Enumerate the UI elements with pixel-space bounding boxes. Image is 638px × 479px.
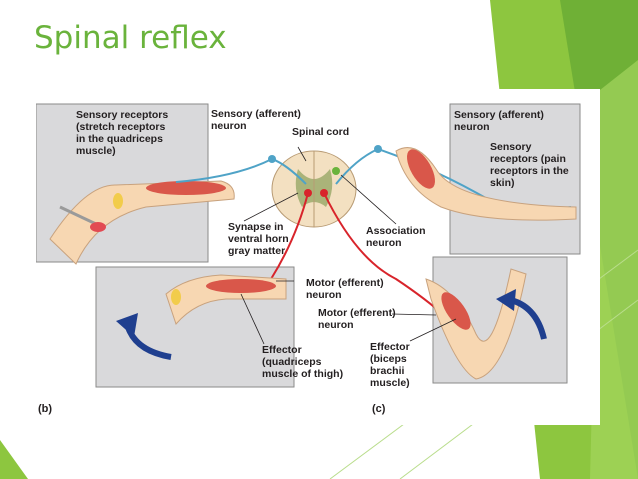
leader-effector-right [409,318,457,342]
reflex-hammer-handle [59,205,97,226]
arm-top-illustration [395,147,577,221]
leader-spinal-cord [297,146,307,162]
quadriceps-muscle-bottom [206,279,276,293]
reflex-figure: Sensory receptors (stretch receptors in … [36,89,600,425]
leader-motor-right [391,313,437,316]
panel-letter-c: (c) [372,403,386,415]
decor-left-corner [0,440,28,479]
leg-top-illustration [49,180,235,265]
label-effector-biceps: Effector (biceps brachii muscle) [370,341,410,389]
leader-association [340,174,397,225]
motor-neuron-right-body [320,189,328,197]
reflex-illustration [36,103,581,388]
decor-right-light [590,60,638,479]
label-sensory-receptors-stretch: Sensory receptors (stretch receptors in … [76,109,169,157]
label-motor-efferent-neuron-left: Motor (efferent) neuron [306,277,384,301]
label-sensory-afferent-neuron-left: Sensory (afferent) neuron [211,108,301,132]
label-motor-efferent-neuron-right: Motor (efferent) neuron [318,307,396,331]
patella-top [113,193,123,209]
motor-neuron-left-body [304,189,312,197]
label-sensory-receptors-pain: Sensory receptors (pain receptors in the… [490,141,569,189]
label-spinal-cord: Spinal cord [292,126,350,138]
motor-neuron-right-path [323,192,447,318]
label-sensory-afferent-neuron-right: Sensory (afferent) neuron [454,109,544,133]
label-synapse-ventral-horn: Synapse in ventral horn gray matter [228,221,289,257]
reflex-hammer-head [90,222,106,232]
panel-top-right [449,103,581,255]
leader-effector-left [240,293,265,345]
label-effector-quadriceps: Effector (quadriceps muscle of thigh) [262,344,344,380]
patella-bottom [171,289,181,305]
panel-letter-b: (b) [38,403,53,415]
sensory-neuron-right-body [374,145,382,153]
label-association-neuron: Association neuron [366,225,426,249]
quadriceps-muscle-top [146,181,226,195]
slide-title: Spinal reflex [34,20,227,56]
leader-synapse [243,192,299,222]
kick-arrow-head [116,313,138,337]
sensory-neuron-left-body [268,155,276,163]
association-neuron-body [332,167,340,175]
biceps-muscle-bottom [441,292,471,330]
biceps-muscle-top [407,149,435,189]
flex-arrow-head [496,289,516,311]
